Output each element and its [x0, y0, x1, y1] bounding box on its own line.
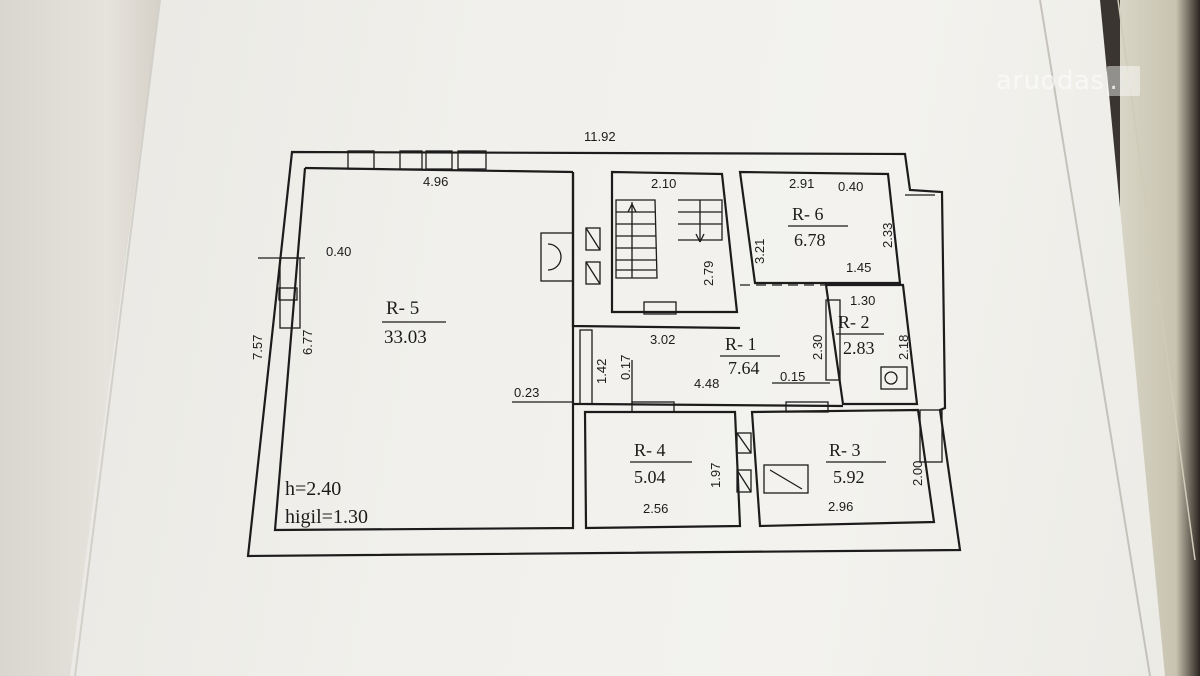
- vertical-dimension-labels: 7.57 6.77 2.79 3.21 2.33 2.30 2.18 1.42 …: [250, 223, 925, 488]
- dim-wall-left: 0.40: [326, 244, 351, 259]
- dim-230: 2.30: [810, 335, 825, 360]
- room-r6-area: 6.78: [794, 230, 826, 250]
- room-r1-id: R- 1: [725, 334, 757, 354]
- room-r5-id: R- 5: [386, 298, 419, 319]
- vent-4: [736, 469, 752, 493]
- window-top-4: [457, 150, 487, 170]
- window-right: [919, 409, 943, 463]
- dim-r5-width: 4.96: [423, 174, 448, 189]
- room-r4-area: 5.04: [634, 467, 666, 487]
- room-r6-id: R- 6: [792, 204, 824, 224]
- dim-r2-width: 1.30: [850, 293, 875, 308]
- fireplace: [540, 232, 574, 282]
- room-r3-area: 5.92: [833, 467, 865, 487]
- vent-4-diag: [736, 469, 752, 493]
- dim-r3-height: 2.00: [910, 461, 925, 486]
- stair-door: [643, 301, 677, 315]
- r2-door: [825, 299, 841, 381]
- r3-walls: [750, 408, 936, 528]
- dim-hall-width: 3.02: [650, 332, 675, 347]
- vent-1: [585, 227, 601, 251]
- staircase: [615, 199, 723, 279]
- watermark-brand: aruodas: [996, 66, 1105, 96]
- r2-walls: [824, 283, 919, 406]
- room-r3-id: R- 3: [829, 440, 861, 460]
- dim-r6-145: 1.45: [846, 260, 871, 275]
- ceiling-height-note: h=2.40: [285, 478, 341, 500]
- dim-overall-width: 11.92: [584, 129, 616, 144]
- window-top-2: [399, 150, 423, 170]
- watermark: aruodas.lt: [996, 66, 1140, 96]
- fireplace-arc: [547, 243, 562, 271]
- dim-r5-height: 6.77: [300, 330, 315, 355]
- vent-3-diag: [736, 432, 752, 454]
- dim-321: 3.21: [752, 239, 767, 264]
- dim-023: 0.23: [514, 385, 539, 400]
- dim-r2-height: 2.18: [896, 335, 911, 360]
- paper-sheet: [70, 0, 1165, 676]
- dim-hall-length: 4.48: [694, 376, 719, 391]
- stair-walls: [610, 170, 739, 314]
- vent-3: [736, 432, 752, 454]
- boiler-icon: [763, 464, 809, 494]
- room-r1-area: 7.64: [728, 358, 760, 378]
- room-r5-area: 33.03: [384, 327, 427, 348]
- toilet-icon: [880, 366, 908, 390]
- r6-walls: [738, 170, 902, 285]
- dim-017: 0.17: [618, 355, 633, 380]
- window-top-3: [425, 150, 453, 170]
- room-r2-area: 2.83: [843, 338, 875, 358]
- r1-opening-left: [579, 329, 593, 405]
- r4-walls: [583, 410, 742, 530]
- details: [258, 150, 943, 494]
- dim-stair-width: 2.10: [651, 176, 676, 191]
- boiler-diag: [769, 469, 803, 490]
- dim-r3-width: 2.96: [828, 499, 853, 514]
- window-top-1: [347, 150, 375, 170]
- vent-2: [585, 261, 601, 285]
- dim-r4-width: 2.56: [643, 501, 668, 516]
- dim-overall-height: 7.57: [250, 335, 265, 360]
- dim-wall-right: 0.40: [838, 179, 863, 194]
- walls: [246, 150, 962, 558]
- dim-r6-height: 2.33: [880, 223, 895, 248]
- dim-r6-width: 2.91: [789, 176, 814, 191]
- higil-note: higil=1.30: [285, 506, 368, 528]
- dim-stair-length: 2.79: [701, 261, 716, 286]
- watermark-tld: .lt: [1106, 66, 1140, 96]
- r3-door: [785, 401, 829, 413]
- room-r4-id: R- 4: [634, 440, 666, 460]
- hall-top-wall: [571, 172, 741, 330]
- dim-015: 0.15: [780, 369, 805, 384]
- outer-wall-outline: [246, 150, 962, 558]
- room-r2-id: R- 2: [838, 312, 870, 332]
- toilet-bowl: [884, 371, 898, 385]
- dim-142: 1.42: [594, 359, 609, 384]
- r1-bottom-wall: [584, 402, 844, 408]
- r5-walls: [273, 167, 575, 532]
- vent-2-diag: [585, 261, 601, 285]
- window-left-mullion: [278, 287, 298, 301]
- vent-1-diag: [585, 227, 601, 251]
- r4-door: [631, 401, 675, 413]
- room-labels: R- 5 33.03 R- 6 6.78 R- 1 7.64 R- 2 2.83…: [285, 204, 886, 528]
- dimension-labels: 11.92 4.96 0.40 2.10 2.91 0.40 1.45 1.30…: [326, 129, 875, 516]
- dim-r4-height: 1.97: [708, 463, 723, 488]
